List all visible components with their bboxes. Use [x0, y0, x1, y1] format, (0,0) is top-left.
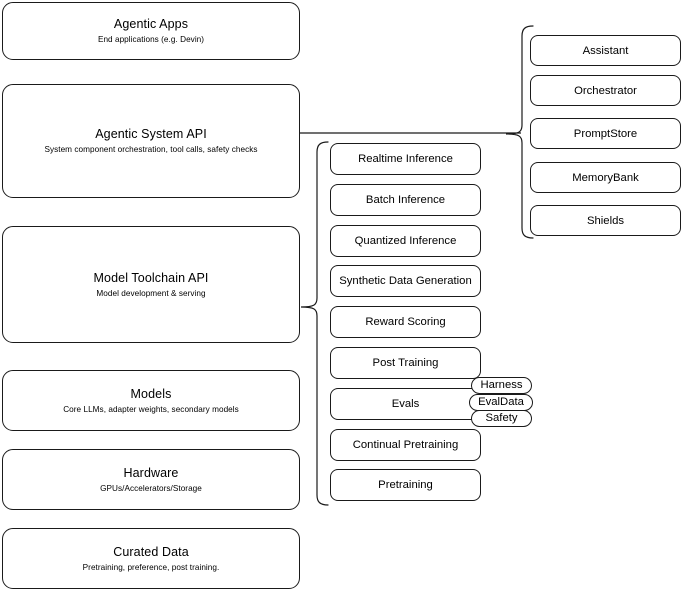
- component-memorybank[interactable]: MemoryBank: [530, 162, 681, 193]
- component-reward-scoring[interactable]: Reward Scoring: [330, 306, 481, 338]
- layer-title: Curated Data: [113, 544, 189, 559]
- component-shields[interactable]: Shields: [530, 205, 681, 236]
- bracket-toolchain-components: [300, 140, 330, 520]
- component-pretraining[interactable]: Pretraining: [330, 469, 481, 501]
- layer-hardware[interactable]: Hardware GPUs/Accelerators/Storage: [2, 449, 300, 510]
- component-post-training[interactable]: Post Training: [330, 347, 481, 379]
- evals-subcomponent-safety[interactable]: Safety: [471, 410, 532, 427]
- layer-title: Agentic System API: [95, 127, 207, 141]
- layer-subtitle: Core LLMs, adapter weights, secondary mo…: [63, 404, 239, 414]
- layer-title: Hardware: [123, 465, 179, 480]
- layer-agentic-apps[interactable]: Agentic Apps End applications (e.g. Devi…: [2, 2, 300, 60]
- layer-title: Models: [130, 386, 172, 401]
- layer-title: Agentic Apps: [113, 17, 189, 31]
- layer-model-toolchain-api[interactable]: Model Toolchain API Model development & …: [2, 226, 300, 343]
- layer-title: Model Toolchain API: [93, 270, 209, 285]
- component-assistant[interactable]: Assistant: [530, 35, 681, 66]
- evals-subcomponent-evaldata[interactable]: EvalData: [469, 394, 533, 411]
- layer-agentic-system-api[interactable]: Agentic System API System component orch…: [2, 84, 300, 198]
- bracket-system-components: [505, 24, 535, 244]
- component-continual-pretraining[interactable]: Continual Pretraining: [330, 429, 481, 461]
- component-quantized-inference[interactable]: Quantized Inference: [330, 225, 481, 257]
- component-orchestrator[interactable]: Orchestrator: [530, 75, 681, 106]
- layer-subtitle: End applications (e.g. Devin): [97, 35, 205, 44]
- layer-subtitle: GPUs/Accelerators/Storage: [100, 483, 202, 493]
- layer-subtitle: Model development & serving: [96, 288, 206, 298]
- component-evals[interactable]: Evals: [330, 388, 481, 420]
- connector-system-api-to-components: [299, 126, 523, 140]
- layer-curated-data[interactable]: Curated Data Pretraining, preference, po…: [2, 528, 300, 589]
- component-realtime-inference[interactable]: Realtime Inference: [330, 143, 481, 175]
- component-promptstore[interactable]: PromptStore: [530, 118, 681, 149]
- component-batch-inference[interactable]: Batch Inference: [330, 184, 481, 216]
- layer-subtitle: Pretraining, preference, post training.: [82, 562, 220, 572]
- component-synthetic-data-generation[interactable]: Synthetic Data Generation: [330, 265, 481, 297]
- evals-subcomponent-harness[interactable]: Harness: [471, 377, 532, 394]
- layer-models[interactable]: Models Core LLMs, adapter weights, secon…: [2, 370, 300, 431]
- layer-subtitle: System component orchestration, tool cal…: [44, 145, 258, 154]
